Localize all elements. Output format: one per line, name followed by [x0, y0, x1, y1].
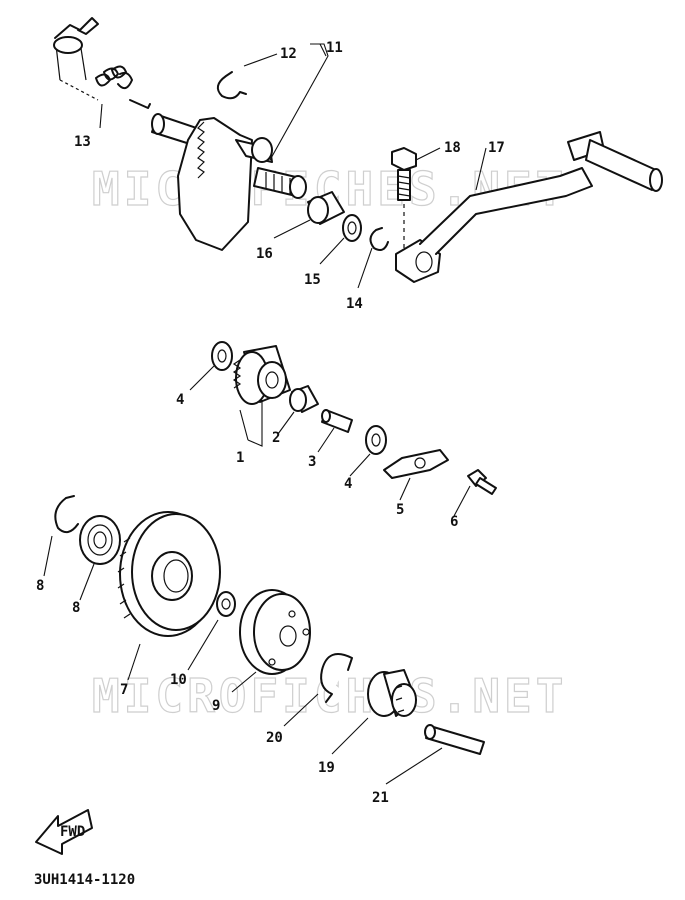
part-19-bolt [391, 147, 417, 252]
callout-3: 3 [308, 454, 316, 470]
part-16-washer [342, 214, 362, 242]
callout-8: 8 [72, 600, 80, 616]
part-17-collar [307, 191, 345, 225]
part-2-bushing [289, 385, 319, 413]
callout-labels: 12 11 13 18 17 16 15 14 4 2 1 3 4 5 6 8 … [36, 40, 505, 806]
part-4-washer-lower [365, 425, 387, 455]
part-5-plate [383, 449, 449, 479]
part-4-washer-upper [211, 341, 233, 371]
callout-14: 13 [74, 134, 91, 150]
callout-13: 12 [280, 46, 297, 62]
part-15-circlip [369, 227, 389, 251]
callout-17: 16 [256, 246, 273, 262]
callout-1: 1 [236, 450, 244, 466]
fwd-label: FWD [60, 824, 85, 840]
part-18-kick-lever [395, 131, 663, 283]
callout-4-lower: 4 [344, 476, 352, 492]
part-13-circlip [216, 71, 247, 100]
callout-4-upper: 4 [176, 392, 184, 408]
diagram-code: 3UH1414-1120 [34, 872, 135, 888]
callout-22: 21 [372, 790, 389, 806]
callout-18: 17 [488, 140, 505, 156]
part-14-torsion-spring [53, 17, 151, 109]
callout-20: 19 [318, 760, 335, 776]
part-10-hub [239, 589, 311, 675]
part-12-kick-shaft [151, 113, 307, 251]
callout-15: 14 [346, 296, 363, 312]
callout-21: 20 [266, 730, 283, 746]
callout-19: 18 [444, 140, 461, 156]
part-1-idler-gear [232, 345, 291, 405]
callout-12: 11 [326, 40, 343, 56]
part-22-pin [424, 724, 485, 755]
part-21-clip [320, 653, 353, 703]
callout-9: 8 [36, 578, 44, 594]
part-9-circlip [54, 495, 79, 534]
part-7-large-gear [117, 511, 221, 637]
callout-7: 7 [120, 682, 128, 698]
callout-10: 9 [212, 698, 220, 714]
part-8-bearing [79, 515, 121, 565]
part-6-screw [467, 469, 497, 495]
callout-11: 10 [170, 672, 187, 688]
callout-2: 2 [272, 430, 280, 446]
callout-6: 6 [450, 514, 458, 530]
fwd-arrow-icon: FWD [35, 809, 93, 855]
part-11-washer [216, 591, 236, 617]
callout-5: 5 [396, 502, 404, 518]
leader-lines [43, 43, 487, 785]
part-20-pinion [367, 669, 417, 717]
callout-16: 15 [304, 272, 321, 288]
part-3-shaft [321, 409, 353, 433]
